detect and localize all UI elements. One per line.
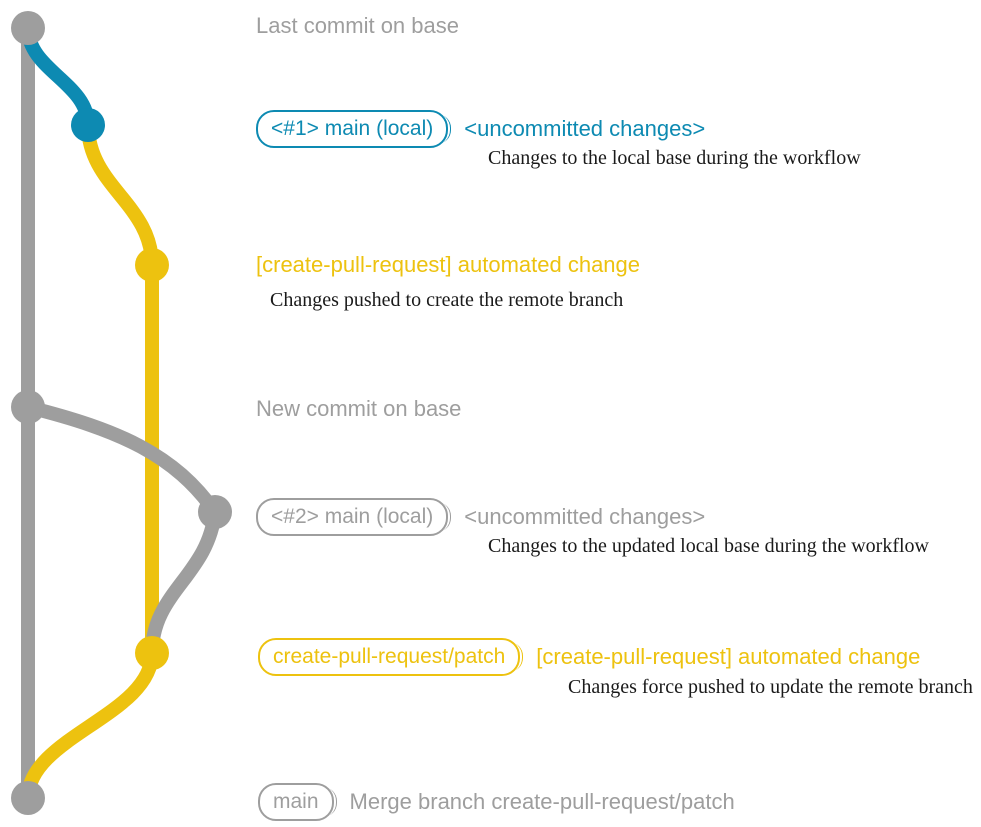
node-base-new-commit [11, 390, 45, 424]
commit-row-commit-1-local: <#1> main (local) <uncommitted changes> [256, 110, 705, 148]
node-merge-commit [11, 781, 45, 815]
commit-nodes [11, 11, 232, 815]
commit-note-commit-1-patch: Changes pushed to create the remote bran… [270, 289, 624, 311]
commit-note-commit-2-patch: Changes force pushed to update the remot… [568, 676, 973, 698]
edge-local-1-to-patch-1 [81, 118, 159, 272]
commit-title-uncommitted-changes-2: <uncommitted changes> [464, 504, 706, 529]
edge-patch-2-to-merge [21, 646, 159, 805]
commit-title-automated-change-1: [create-pull-request] automated change [256, 252, 641, 277]
node-local-1 [71, 108, 105, 142]
branch-pill-create-pull-request-patch[interactable]: create-pull-request/patch [258, 638, 521, 676]
node-patch-1 [135, 248, 169, 282]
edge-local-2-to-patch-2 [145, 505, 222, 660]
commit-title-automated-change-2: [create-pull-request] automated change [536, 644, 921, 669]
node-base-last-commit [11, 11, 45, 45]
branch-pill-main-local-2[interactable]: <#2> main (local) [256, 498, 449, 536]
commit-title-merge-branch: Merge branch create-pull-request/patch [349, 789, 735, 814]
commit-title-last-commit-on-base: Last commit on base [256, 13, 459, 38]
commit-note-commit-1-local: Changes to the local base during the wor… [488, 147, 861, 169]
branch-pill-main[interactable]: main [258, 783, 334, 821]
commit-row-new-commit-on-base: New commit on base [256, 396, 461, 422]
node-local-2 [198, 495, 232, 529]
commit-title-new-commit-on-base: New commit on base [256, 396, 462, 421]
commit-row-commit-2-patch: create-pull-request/patch [create-pull-r… [258, 638, 920, 676]
commit-row-last-commit-on-base: Last commit on base [256, 13, 459, 39]
commit-row-merge-commit: main Merge branch create-pull-request/pa… [258, 783, 735, 821]
commit-note-commit-2-local: Changes to the updated local base during… [488, 535, 929, 557]
node-patch-2 [135, 636, 169, 670]
commit-title-uncommitted-changes-1: <uncommitted changes> [464, 116, 706, 141]
edge-base-to-local-2 [21, 400, 222, 519]
commit-row-commit-2-local: <#2> main (local) <uncommitted changes> [256, 498, 705, 536]
branch-pill-main-local-1[interactable]: <#1> main (local) [256, 110, 449, 148]
commit-row-commit-1-patch: [create-pull-request] automated change [256, 252, 640, 278]
